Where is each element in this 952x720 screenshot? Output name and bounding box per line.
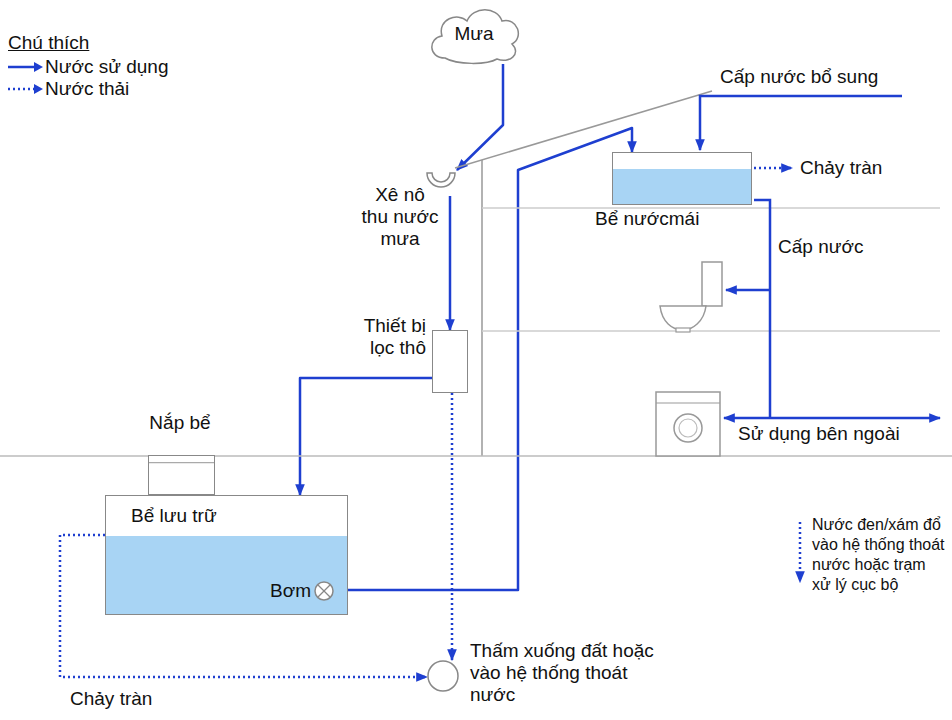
cloud-shape: Mưa [425,4,523,64]
node-label: Nắp bể [140,412,220,434]
node-label: Xê nô thu nước mưa [360,184,440,250]
pump-node: Bơm [241,578,336,604]
overflow-label: Chảy tràn [800,157,882,179]
storage-tank: Bể lưu trữBơm [105,495,348,615]
supply-label: Cấp nước [778,236,863,258]
gutter-shape [425,170,457,196]
circle-shape [427,660,459,692]
node-label: Thiết bị lọc thô [352,315,426,359]
gutter-node: Xê nô thu nước mưa [360,168,460,252]
node-label: Bể nướcmái [595,208,699,230]
legend-heading: Chú thích [8,32,89,54]
supply-label: Cấp nước bổ sung [720,66,878,88]
gutter-outline [425,170,457,196]
flow-connector [457,64,503,170]
wastewater-note: Nước đen/xám đổ vào hệ thống thoát nước … [812,515,948,595]
lid-shape [148,455,215,495]
roof-tank: Bể nướcmái [595,150,755,232]
legend-sample [6,82,46,96]
overflow-label: Chảy tràn [70,688,152,710]
box-shape [432,330,468,393]
legend-text: Nước thải [45,78,129,100]
filter-box: Thiết bị lọc thô [352,315,470,395]
circle-outline [427,660,459,692]
flow-connector [334,128,632,590]
legend-sample [6,60,46,74]
legend-text: Nước sử dụng [45,56,168,78]
outdoor-use-label: Sử dụng bên ngoài [738,423,900,445]
soak-pit: Thấm xuống đất hoặc vào hệ thống thoát n… [425,640,665,720]
node-label: Bể lưu trữ [131,505,217,527]
rooftank-shape [612,152,752,205]
lid-outline [149,456,214,494]
pump-outline [314,581,334,601]
tank-lid: Nắp bể [140,412,220,495]
node-label: Mưa [425,23,523,45]
flow-connector [300,378,432,495]
node-label: Thấm xuống đất hoặc vào hệ thống thoát n… [470,640,660,706]
flow-connector [451,393,454,660]
node-label: Bơm [241,580,311,602]
pump-shape [314,581,334,601]
flow-connector [449,196,452,330]
